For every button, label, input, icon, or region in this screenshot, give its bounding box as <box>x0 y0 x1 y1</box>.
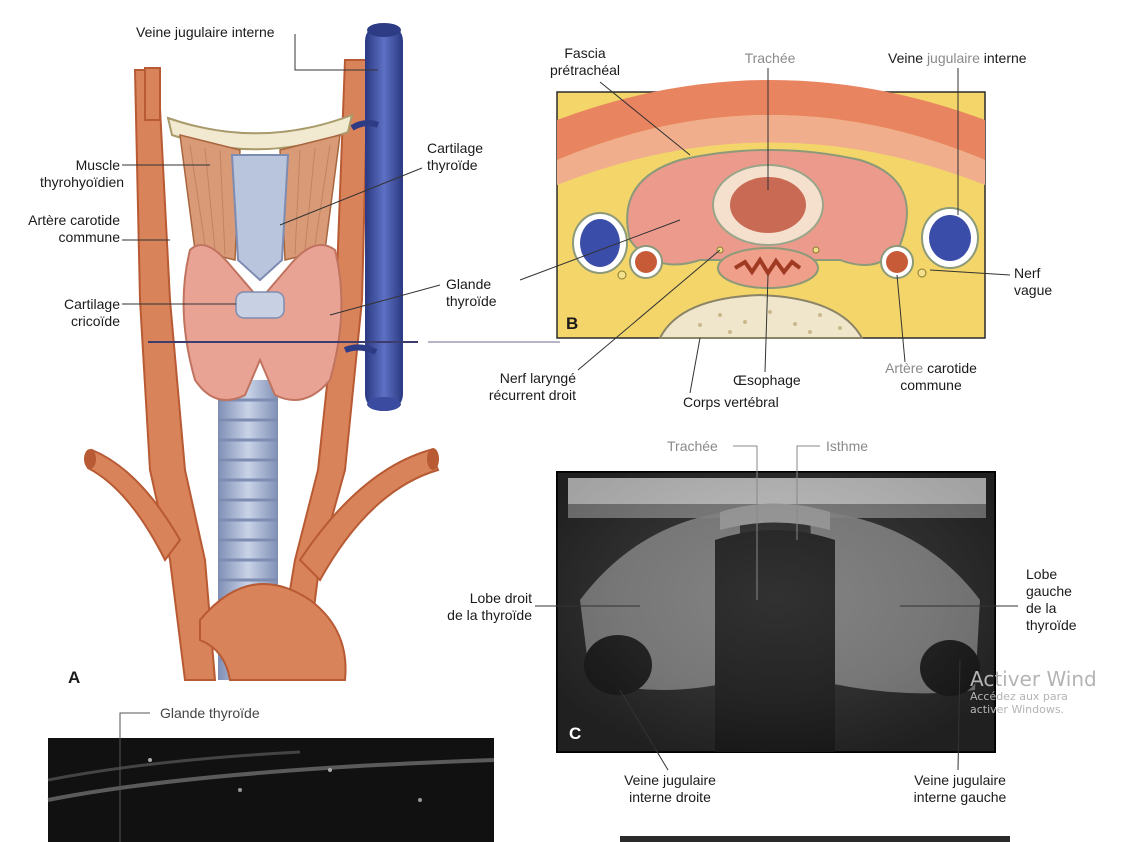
label-corps-vertebral: Corps vertébral <box>683 394 779 411</box>
label-vji-b-part2: jugulaire <box>927 50 980 66</box>
label-trachee-c: Trachée <box>667 438 718 455</box>
label-acc-b-part2: carotide <box>923 360 977 376</box>
watermark-title: Activer Wind <box>970 668 1097 691</box>
label-cartilage-cricoide: Cartilage cricoïde <box>40 296 120 330</box>
panel-a-illustration <box>84 23 439 680</box>
label-veine-jugulaire-interne-a: Veine jugulaire interne <box>136 24 275 41</box>
panel-c-ultrasound <box>557 472 995 752</box>
panel-letter-b: B <box>566 314 578 334</box>
label-nerf-larynge-recurrent-droit: Nerf laryngé récurrent droit <box>430 370 576 404</box>
label-acc-b-part3: commune <box>900 377 961 393</box>
label-lobe-gauche: Lobe gauche de la thyroïde <box>1026 566 1077 634</box>
windows-activation-watermark: Activer Wind Accédez aux para activer Wi… <box>970 668 1097 716</box>
label-veine-jugulaire-interne-b: Veine jugulaire interne <box>888 50 1027 67</box>
label-glande-thyroide-a: Glande thyroïde <box>446 276 497 310</box>
label-fascia-pretracheal: Fascia prétrachéal <box>540 45 630 79</box>
label-glande-thyroide-d: Glande thyroïde <box>160 705 260 722</box>
label-trachee-b: Trachée <box>725 50 815 67</box>
label-muscle-thyrohyoidien: Muscle thyrohyoïdien <box>40 157 120 191</box>
label-artere-carotide-commune-a: Artère carotide commune <box>6 212 120 246</box>
panel-letter-a: A <box>68 668 80 688</box>
thyroid-cartilage <box>232 155 288 280</box>
panel-d-ultrasound <box>48 738 494 842</box>
label-isthme: Isthme <box>826 438 868 455</box>
label-artere-carotide-commune-b: Artère carotide commune <box>866 360 996 394</box>
cricoid-cartilage <box>236 292 284 318</box>
watermark-line1: Accédez aux para <box>970 691 1097 704</box>
label-lobe-droit: Lobe droit de la thyroïde <box>420 590 532 624</box>
label-vji-b-part1: Veine <box>888 50 927 66</box>
label-nerf-vague: Nerf vague <box>1014 265 1052 299</box>
label-cartilage-thyroide: Cartilage thyroïde <box>427 140 483 174</box>
panel-letter-c: C <box>569 724 581 744</box>
label-acc-b-part1: Artère <box>885 360 923 376</box>
label-vj-gauche: Veine jugulaire interne gauche <box>890 772 1030 806</box>
label-vj-droite: Veine jugulaire interne droite <box>600 772 740 806</box>
label-vji-b-part3: interne <box>980 50 1027 66</box>
watermark-line2: activer Windows. <box>970 704 1097 717</box>
label-oesophage: Œsophage <box>733 372 801 389</box>
panel-b-illustration <box>557 80 985 338</box>
